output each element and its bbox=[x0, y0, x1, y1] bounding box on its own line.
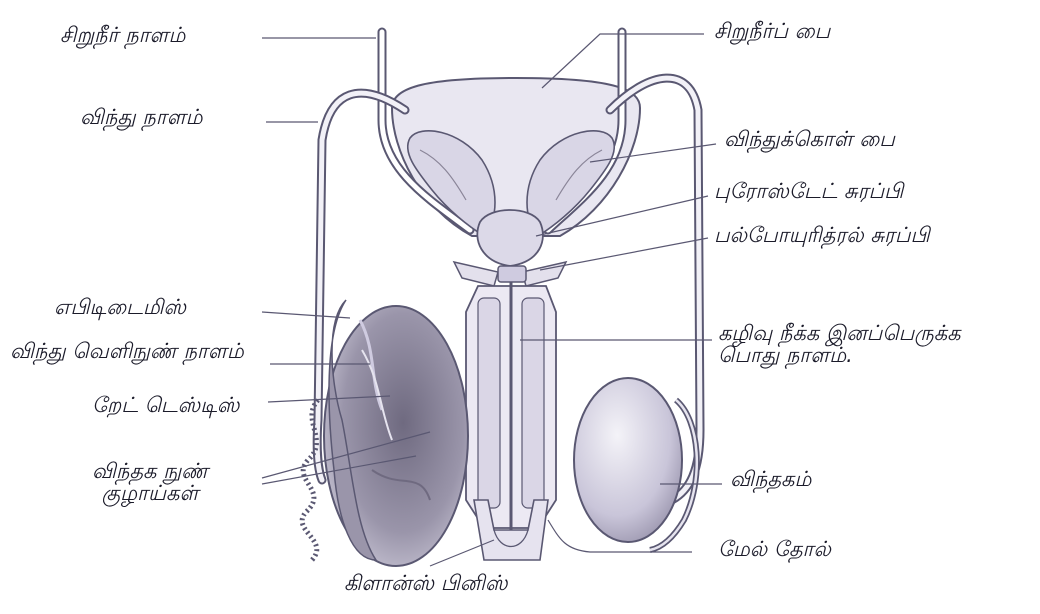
bulbourethral-gland-right bbox=[522, 262, 566, 286]
label-foreskin: மேல் தோல் bbox=[718, 538, 831, 560]
label-urethra-common: கழிவு நீக்க இனப்பெருக்க பொது நாளம். bbox=[718, 322, 1028, 366]
bulbourethral-gland-left bbox=[454, 262, 498, 286]
label-testis: விந்தகம் bbox=[730, 468, 811, 490]
leader-bulbourethral bbox=[540, 238, 708, 270]
prostate-gland bbox=[477, 210, 543, 266]
label-bulbourethral-gland: பல்போயுரித்ரல் சுரப்பி bbox=[714, 224, 930, 246]
right-testis bbox=[574, 378, 682, 542]
label-urinary-bladder: சிறுநீர்ப் பை bbox=[714, 20, 830, 42]
label-epididymis: எபிடிடைமிஸ் bbox=[54, 296, 186, 318]
label-vas-deferens: விந்து நாளம் bbox=[80, 106, 203, 128]
label-prostate-gland: புரோஸ்டேட் சுரப்பி bbox=[714, 180, 903, 202]
label-efferent-ducts: விந்து வெளிநுண் நாளம் bbox=[10, 340, 260, 362]
label-seminal-vesicle: விந்துக்கொள் பை bbox=[724, 128, 895, 150]
label-glans-penis: கிளான்ஸ் பினிஸ் bbox=[344, 572, 508, 594]
label-seminiferous-tubules: விந்தக நுண் குழாய்கள் bbox=[50, 460, 250, 504]
label-rete-testis: றேட் டெஸ்டிஸ் bbox=[92, 394, 239, 416]
penis-base bbox=[498, 266, 526, 282]
label-urethra-upper: சிறுநீர் நாளம் bbox=[60, 24, 185, 46]
